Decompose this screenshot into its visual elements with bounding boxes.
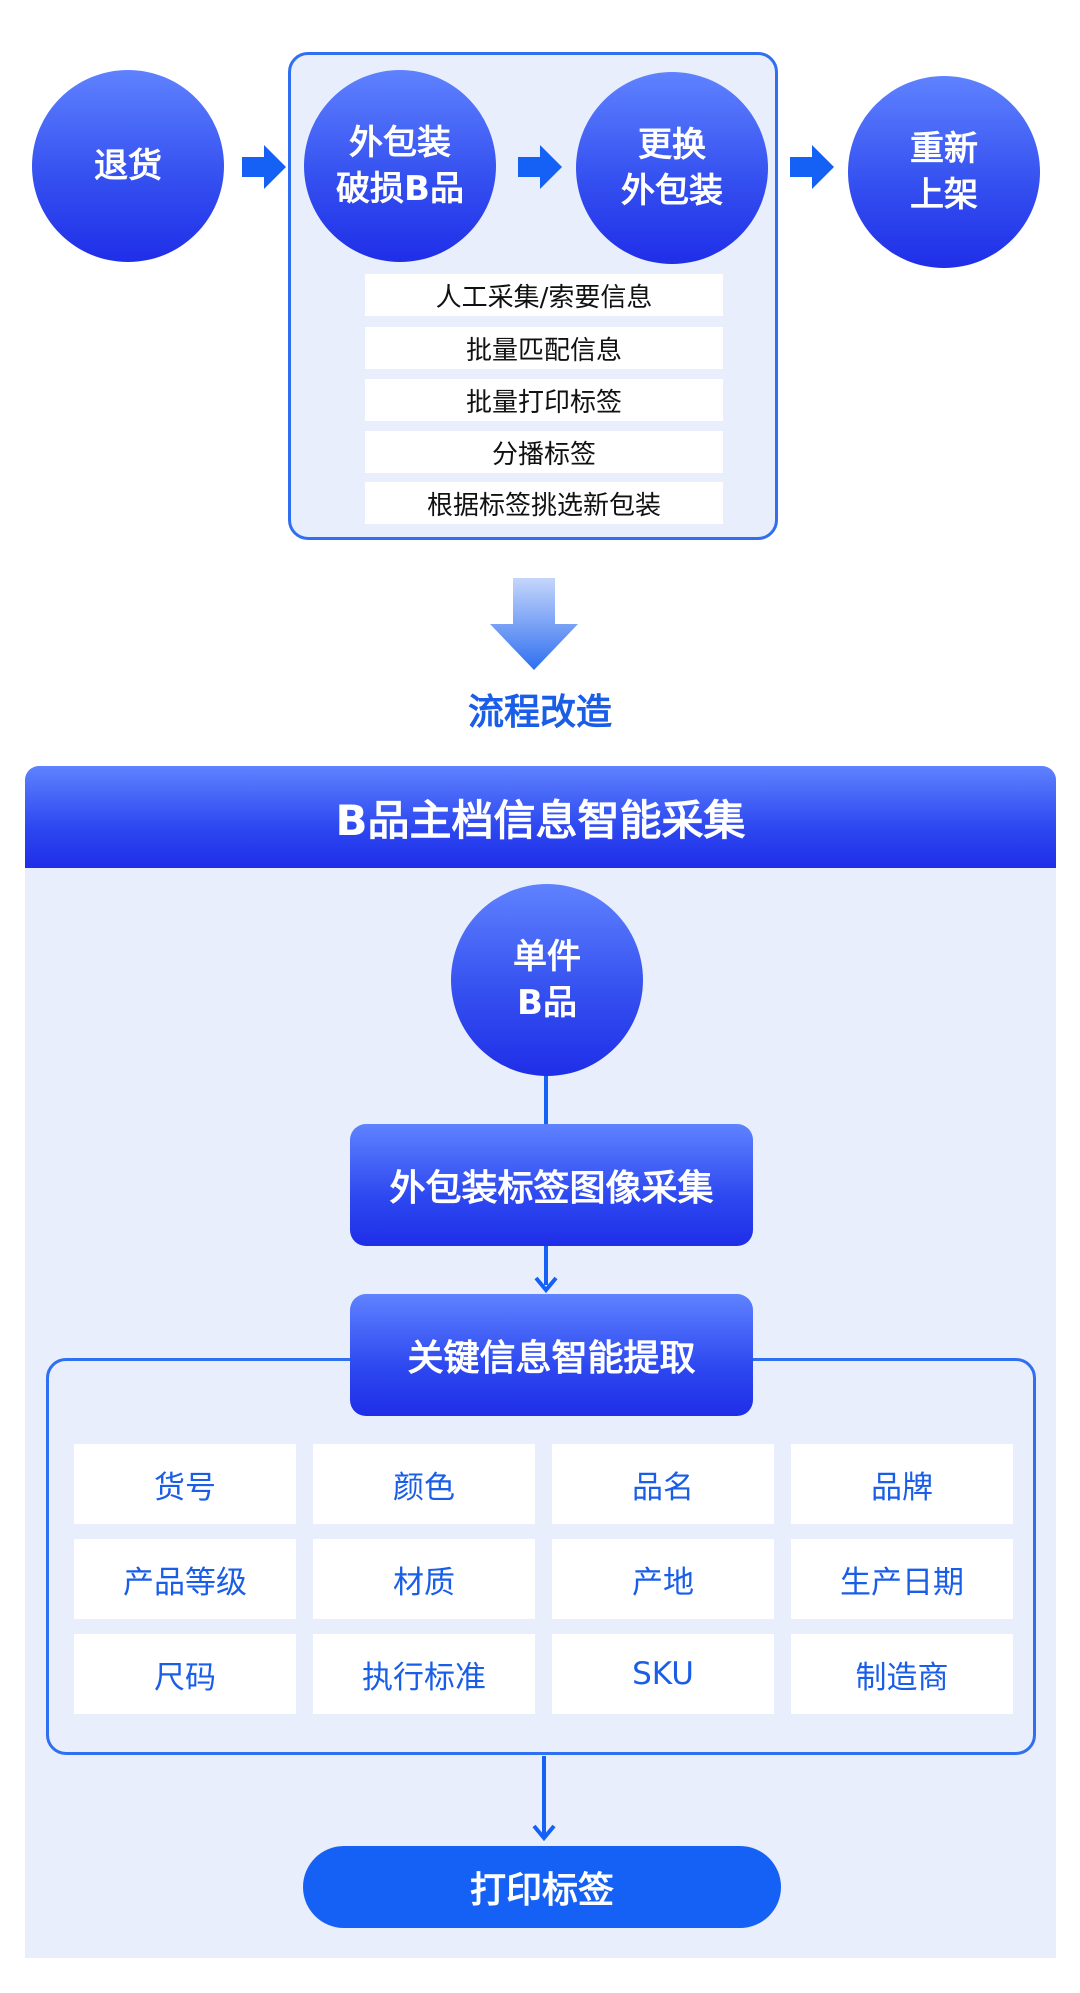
field-material: 材质 (313, 1539, 535, 1619)
step-sort-labels: 分播标签 (365, 431, 723, 473)
step-manual-collect: 人工采集/索要信息 (365, 274, 723, 316)
step-batch-match: 批量匹配信息 (365, 327, 723, 369)
field-origin: 产地 (552, 1539, 774, 1619)
circle-return: 退货 (32, 70, 224, 262)
panel-header: B品主档信息智能采集 (25, 766, 1056, 868)
down-arrow-icon (490, 578, 578, 670)
start-node-single-b-item: 单件 B品 (451, 884, 643, 1076)
field-manufacturer: 制造商 (791, 1634, 1013, 1714)
circle-replace-package: 更换 外包装 (576, 72, 768, 264)
print-label-button[interactable]: 打印标签 (303, 1846, 781, 1928)
connector-line (542, 1756, 546, 1836)
field-standard: 执行标准 (313, 1634, 535, 1714)
step-batch-print: 批量打印标签 (365, 379, 723, 421)
circle-damaged-b-item: 外包装 破损B品 (304, 70, 496, 262)
field-product-name: 品名 (552, 1444, 774, 1524)
arrowhead-icon (534, 1276, 558, 1294)
circle-restock: 重新 上架 (848, 76, 1040, 268)
transition-label: 流程改造 (467, 692, 612, 733)
step-pick-package: 根据标签挑选新包装 (365, 482, 723, 524)
field-sku: SKU (552, 1634, 774, 1714)
right-arrow-icon (242, 145, 286, 189)
capture-step-box: 外包装标签图像采集 (350, 1124, 753, 1246)
connector-line (544, 1245, 548, 1285)
field-brand: 品牌 (791, 1444, 1013, 1524)
field-grade: 产品等级 (74, 1539, 296, 1619)
field-production-date: 生产日期 (791, 1539, 1013, 1619)
field-size: 尺码 (74, 1634, 296, 1714)
connector-line (544, 1075, 548, 1124)
right-arrow-icon (518, 145, 562, 189)
arrowhead-icon (532, 1824, 556, 1842)
field-item-number: 货号 (74, 1444, 296, 1524)
field-color: 颜色 (313, 1444, 535, 1524)
extract-step-box: 关键信息智能提取 (350, 1294, 753, 1416)
right-arrow-icon (790, 145, 834, 189)
